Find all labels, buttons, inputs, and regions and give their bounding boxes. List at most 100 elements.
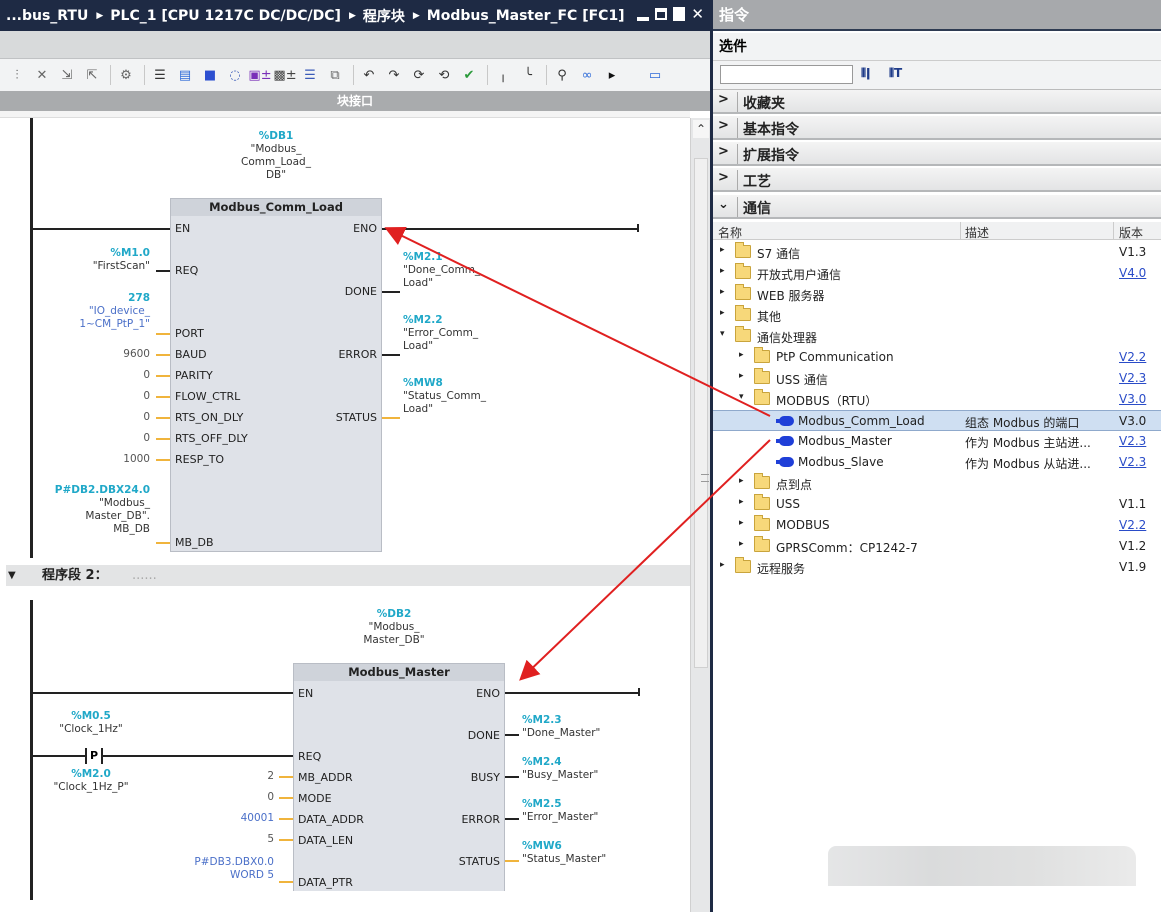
scrollbar-thumb[interactable] — [694, 158, 709, 668]
expand-icon[interactable]: ▸ — [739, 497, 744, 507]
operand-error[interactable]: %M2.2 "Error_Comm_ Load" — [403, 314, 478, 353]
tree-item-remote-service[interactable]: ▸ 远程服务 V1.9 — [713, 557, 1161, 578]
tree-item-version-link[interactable]: V2.2 — [1119, 518, 1147, 532]
operand-mb-db[interactable]: P#DB2.DBX24.0 "Modbus_ Master_DB". MB_DB — [26, 484, 150, 536]
go-to-next-error-icon[interactable]: ↷ — [388, 67, 400, 83]
expand-icon[interactable]: ▸ — [739, 539, 744, 549]
operand-status[interactable]: %MW6 "Status_Master" — [522, 840, 606, 866]
update-block-icon[interactable]: ⟲ — [438, 67, 450, 83]
tree-item-modbus[interactable]: ▸ MODBUS V2.2 — [713, 515, 1161, 536]
operand-data-len[interactable]: 5 — [267, 833, 274, 845]
tree-item-web-server[interactable]: ▸ WEB 服务器 — [713, 284, 1161, 305]
tree-item-version-link[interactable]: V2.2 — [1119, 350, 1147, 364]
expand-icon[interactable]: ▸ — [739, 518, 744, 528]
operand-resp-to[interactable]: 1000 — [123, 453, 150, 465]
open-all-networks-icon[interactable]: ▤ — [178, 67, 192, 83]
tree-item-point-to-point[interactable]: ▸ 点到点 — [713, 473, 1161, 494]
column-version[interactable]: 版本 — [1119, 226, 1144, 240]
function-block-modbus-comm-load[interactable]: Modbus_Comm_Load EN ENO REQ PORT BAUD PA… — [170, 198, 382, 552]
tree-item-version-link[interactable]: V2.3 — [1119, 434, 1147, 448]
operand-error[interactable]: %M2.5 "Error_Master" — [522, 798, 598, 824]
breadcrumb-project[interactable]: ...bus_RTU — [6, 7, 89, 24]
breadcrumb-program-blocks[interactable]: 程序块 — [362, 8, 405, 25]
tree-item-gprscomm[interactable]: ▸ GPRSComm：CP1242-7 V1.2 — [713, 536, 1161, 557]
tree-item-modbus-rtu[interactable]: ▾ MODBUS（RTU） V3.0 — [713, 389, 1161, 410]
monitor-on-off-icon[interactable]: ∞ — [581, 67, 593, 83]
tree-item-communication-processor[interactable]: ▾ 通信处理器 — [713, 326, 1161, 347]
tree-item-s7-communication[interactable]: ▸ S7 通信 V1.3 — [713, 242, 1161, 263]
operand-port[interactable]: 278 "IO_device_ 1~CM_PtP_1" — [46, 292, 150, 331]
instruction-search-input[interactable] — [720, 65, 853, 84]
more-icon[interactable]: ▸ — [608, 67, 616, 83]
column-description[interactable]: 描述 — [965, 226, 990, 240]
category-communication[interactable]: ⌄ 通信 — [713, 195, 1161, 219]
tree-item-version-link[interactable]: V2.3 — [1119, 371, 1147, 385]
operand-rts-on-dly[interactable]: 0 — [143, 411, 150, 423]
operand-mode[interactable]: 0 — [267, 791, 274, 803]
operand-done[interactable]: %M2.1 "Done_Comm_ Load" — [403, 251, 480, 290]
operand-req[interactable]: %M1.0 "FirstScan" — [46, 247, 150, 273]
toggle-view-icon[interactable]: ⧉ — [330, 67, 340, 83]
contact-edge-operand[interactable]: %M2.0 "Clock_1Hz_P" — [36, 768, 146, 794]
reset-start-values-icon[interactable]: ⚙ — [120, 67, 132, 83]
tree-item-modbus-slave[interactable]: Modbus_Slave 作为 Modbus 从站进... V2.3 — [713, 452, 1161, 473]
column-divider[interactable] — [1113, 222, 1114, 240]
open-branch-icon[interactable]: ╷ — [499, 67, 507, 83]
favorites-icon[interactable]: ☰ — [304, 67, 316, 83]
ladder-editor[interactable]: %DB1 "Modbus_ Comm_Load_ DB" Modbus_Comm… — [6, 118, 690, 912]
toggle-columns-icon[interactable]: ⫴T — [889, 66, 903, 80]
operand-busy[interactable]: %M2.4 "Busy_Master" — [522, 756, 598, 782]
compile-icon[interactable]: ✔ — [463, 67, 475, 83]
tree-item-uss[interactable]: ▸ USS V1.1 — [713, 494, 1161, 515]
maximize-icon[interactable] — [673, 7, 686, 21]
tree-item-uss-communication[interactable]: ▸ USS 通信 V2.3 — [713, 368, 1161, 389]
expand-icon[interactable]: ▸ — [720, 287, 725, 297]
tree-item-modbus-comm-load[interactable]: Modbus_Comm_Load 组态 Modbus 的端口 V3.0 — [713, 410, 1161, 431]
comment-icon[interactable]: ◌ — [229, 67, 241, 83]
tree-item-ptp-communication[interactable]: ▸ PtP Communication V2.2 — [713, 347, 1161, 368]
category-extended-instructions[interactable]: > 扩展指令 — [713, 142, 1161, 166]
delete-network-icon[interactable]: ✕ — [36, 67, 48, 83]
category-basic-instructions[interactable]: > 基本指令 — [713, 116, 1161, 140]
network-list-icon[interactable]: ☰ — [154, 67, 166, 83]
expand-icon[interactable]: ▸ — [720, 266, 725, 276]
editor-vertical-scrollbar[interactable]: ⌃ — [690, 118, 710, 912]
expand-icon[interactable]: ▸ — [720, 308, 725, 318]
options-icon[interactable]: ▭ — [648, 67, 662, 83]
collapse-icon[interactable]: ▾ — [720, 329, 725, 339]
expand-icon[interactable]: ▸ — [739, 476, 744, 486]
splitter-handle[interactable] — [0, 111, 690, 118]
operand-parity[interactable]: 0 — [143, 369, 150, 381]
options-section-header[interactable]: 选件 — [713, 33, 1161, 61]
close-branch-icon[interactable]: ╰ — [524, 67, 532, 83]
collapse-network-icon[interactable]: ▼ — [8, 570, 16, 581]
tree-item-others[interactable]: ▸ 其他 — [713, 305, 1161, 326]
expand-icon[interactable]: ▸ — [739, 350, 744, 360]
tree-item-open-user-communication[interactable]: ▸ 开放式用户通信 V4.0 — [713, 263, 1161, 284]
absolute-operands-icon[interactable]: ▣± — [248, 67, 272, 83]
operand-flow-ctrl[interactable]: 0 — [143, 390, 150, 402]
close-all-networks-icon[interactable]: ■ — [203, 67, 217, 83]
minimize-icon[interactable] — [637, 17, 650, 21]
network-2-header[interactable]: ▼ 程序段 2： ...... — [6, 565, 690, 586]
collapse-icon[interactable]: ▾ — [739, 392, 744, 402]
breadcrumb-plc[interactable]: PLC_1 [CPU 1217C DC/DC/DC] — [110, 7, 341, 24]
column-name[interactable]: 名称 — [718, 226, 743, 240]
tree-item-version-link[interactable]: V4.0 — [1119, 266, 1147, 280]
network-2-comment[interactable]: ...... — [132, 568, 157, 583]
insert-row-icon[interactable]: ⇲ — [61, 67, 73, 83]
operand-rts-off-dly[interactable]: 0 — [143, 432, 150, 444]
insert-network-icon[interactable]: ⫶ — [15, 67, 19, 83]
tree-item-modbus-master[interactable]: Modbus_Master 作为 Modbus 主站进... V2.3 — [713, 431, 1161, 452]
column-divider[interactable] — [960, 222, 961, 240]
positive-edge-contact[interactable]: P — [85, 748, 103, 764]
monitor-icon[interactable]: ⚲ — [557, 67, 567, 83]
breadcrumb-block[interactable]: Modbus_Master_FC [FC1] — [426, 7, 625, 24]
operand-data-addr[interactable]: 40001 — [240, 812, 274, 824]
category-technology[interactable]: > 工艺 — [713, 168, 1161, 192]
update-call-icon[interactable]: ⟳ — [413, 67, 425, 83]
expand-icon[interactable]: ▸ — [720, 245, 725, 255]
function-block-modbus-master[interactable]: Modbus_Master EN ENO REQ MB_ADDR MODE DA… — [293, 663, 505, 891]
operand-done[interactable]: %M2.3 "Done_Master" — [522, 714, 600, 740]
operand-mb-addr[interactable]: 2 — [267, 770, 274, 782]
